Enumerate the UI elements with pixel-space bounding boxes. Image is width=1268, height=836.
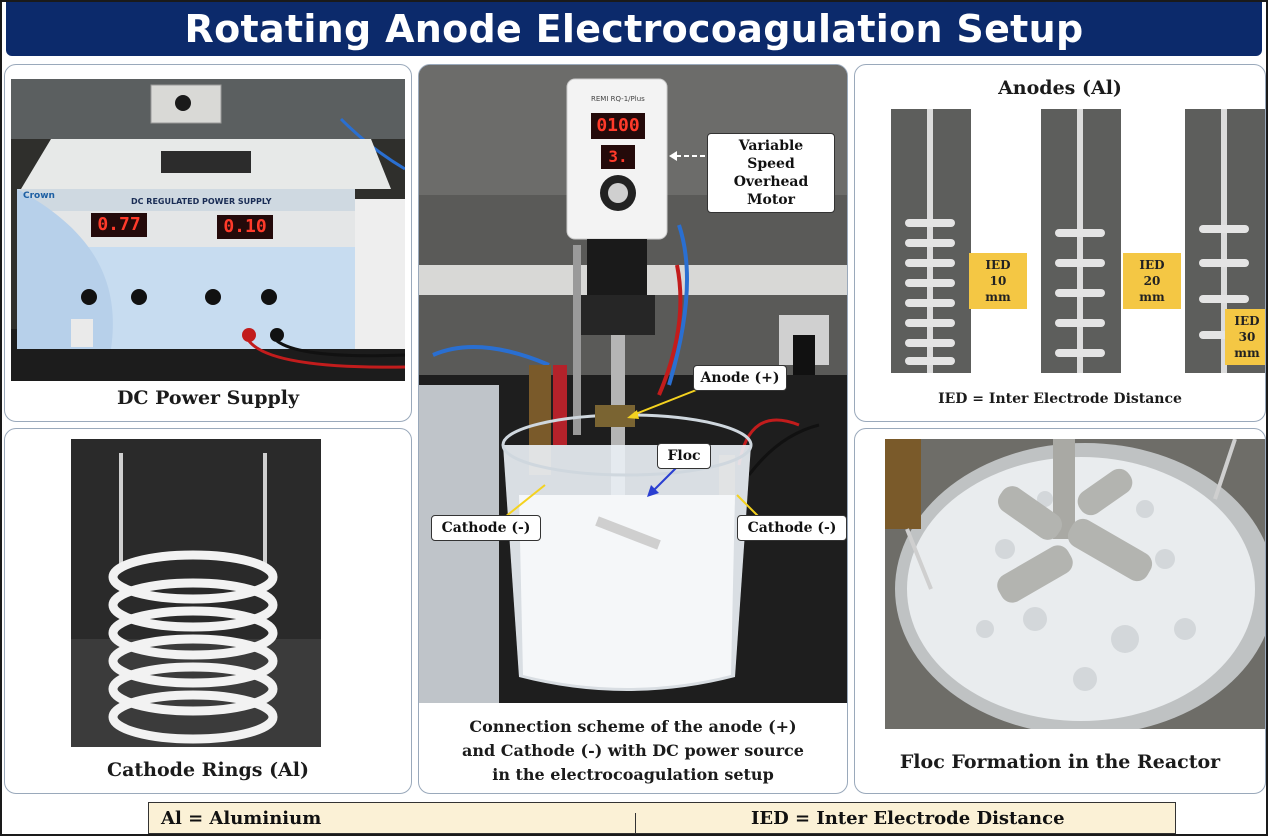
caption-connection-scheme: Connection scheme of the anode (+) and C… — [462, 717, 804, 784]
power-supply-illustration — [11, 79, 405, 381]
power-supply-brand: Crown — [23, 191, 55, 201]
anode-label: Anode (+) — [693, 365, 787, 391]
panel-connection-scheme: 0100 3. REMI RQ-1/Plus Variable Speed Ov… — [418, 64, 848, 794]
motor-setting-display: 3. — [601, 145, 635, 169]
cathode-rings-illustration — [71, 439, 321, 747]
panel-anodes: Anodes (Al) IED 10 mm IED 20 mm IED 30 m… — [854, 64, 1266, 422]
floc-photo — [885, 439, 1265, 729]
power-supply-device-label: DC REGULATED POWER SUPPLY — [131, 197, 272, 206]
anode-illustration-2 — [1041, 109, 1121, 373]
caption-dc-power-supply: DC Power Supply — [116, 387, 300, 409]
ied-tag-10mm-line2: 10 mm — [985, 274, 1011, 304]
figure-title: Rotating Anode Electrocoagulation Setup — [184, 7, 1084, 51]
ied-tag-30mm-line2: 30 mm — [1234, 330, 1260, 360]
floc-illustration — [885, 439, 1265, 729]
ied-tag-20mm-line2: 20 mm — [1139, 274, 1165, 304]
cathode-left-label: Cathode (-) — [431, 515, 541, 541]
motor-brand: REMI RQ-1/Plus — [591, 95, 645, 103]
motor-label: Variable Speed Overhead Motor — [707, 133, 835, 213]
cathode-rings-photo — [71, 439, 321, 747]
anode-photo-3 — [1185, 109, 1265, 373]
current-display: 0.10 — [217, 215, 273, 239]
panel-dc-power-supply: Crown DC REGULATED POWER SUPPLY 0.77 0.1… — [4, 64, 412, 422]
anodes-footnote: IED = Inter Electrode Distance — [938, 391, 1182, 407]
power-supply-photo: Crown DC REGULATED POWER SUPPLY 0.77 0.1… — [11, 79, 405, 381]
anodes-title: Anodes (Al) — [998, 77, 1122, 99]
cathode-right-label: Cathode (-) — [737, 515, 847, 541]
abbreviation-legend: Al = Aluminium IED = Inter Electrode Dis… — [148, 802, 1176, 834]
caption-cathode-rings: Cathode Rings (Al) — [106, 759, 310, 781]
title-banner: Rotating Anode Electrocoagulation Setup — [6, 2, 1262, 56]
legend-divider — [635, 813, 636, 833]
voltage-display: 0.77 — [91, 213, 147, 237]
legend-aluminium: Al = Aluminium — [161, 807, 322, 829]
anode-photo-2 — [1041, 109, 1121, 373]
ied-tag-10mm-line1: IED — [985, 258, 1011, 272]
panel-floc-formation: Floc Formation in the Reactor — [854, 428, 1266, 794]
reactor-setup-photo: 0100 3. REMI RQ-1/Plus Variable Speed Ov… — [419, 65, 847, 703]
ied-tag-30mm: IED 30 mm — [1225, 309, 1265, 365]
panel-cathode-rings: Cathode Rings (Al) — [4, 428, 412, 794]
floc-label: Floc — [657, 443, 711, 469]
anode-illustration-1 — [891, 109, 971, 373]
ied-tag-20mm-line1: IED — [1139, 258, 1165, 272]
ied-tag-10mm: IED 10 mm — [969, 253, 1027, 309]
ied-tag-30mm-line1: IED — [1234, 314, 1260, 328]
legend-ied: IED = Inter Electrode Distance — [751, 807, 1065, 829]
ied-tag-20mm: IED 20 mm — [1123, 253, 1181, 309]
caption-floc-formation: Floc Formation in the Reactor — [899, 751, 1221, 773]
motor-speed-display: 0100 — [591, 113, 645, 139]
anode-photo-1 — [891, 109, 971, 373]
